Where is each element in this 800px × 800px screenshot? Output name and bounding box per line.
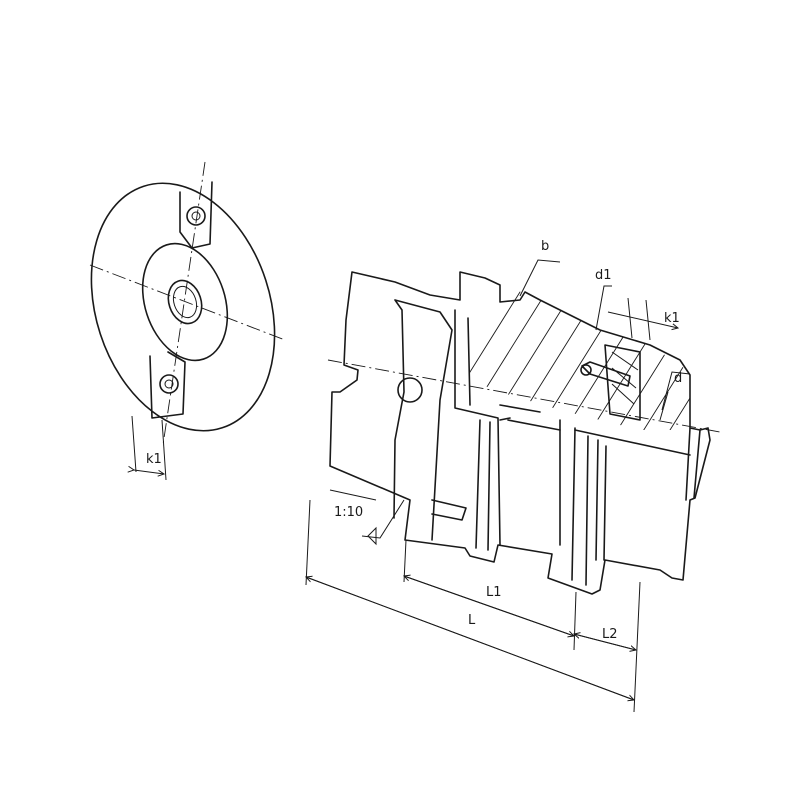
center-bore-circle — [167, 279, 203, 325]
inner-bore — [604, 344, 641, 421]
center-bore-inner — [172, 285, 198, 319]
top-screw-icon — [186, 206, 206, 226]
d1-label: d1 — [595, 268, 612, 283]
bottom-key-slot — [149, 351, 186, 419]
flange-end — [685, 427, 701, 501]
k1-label-right: k1 — [664, 311, 680, 326]
L2-label: L2 — [602, 627, 618, 642]
drive-key — [581, 361, 631, 387]
end-view: k1 — [89, 161, 286, 481]
gripper-groove — [454, 309, 511, 551]
L-label: L — [468, 613, 476, 628]
collar — [559, 419, 607, 586]
taper-label: 1:10 — [334, 505, 363, 520]
outer-flange-circle — [90, 182, 276, 432]
L1-label: L1 — [486, 585, 502, 600]
b-label: b — [541, 239, 549, 254]
taper-shank — [393, 299, 453, 541]
d-label: d — [674, 371, 682, 386]
holder-body-outline — [329, 271, 711, 595]
dimensions: b d1 k1 d 1:10 L1 L L2 — [306, 239, 691, 713]
cross-hole-icon — [397, 377, 423, 403]
bottom-screw-icon — [159, 374, 179, 394]
inner-ring-circle — [141, 242, 229, 362]
top-key-slot — [179, 181, 213, 249]
k1-label-left: k1 — [146, 452, 162, 467]
